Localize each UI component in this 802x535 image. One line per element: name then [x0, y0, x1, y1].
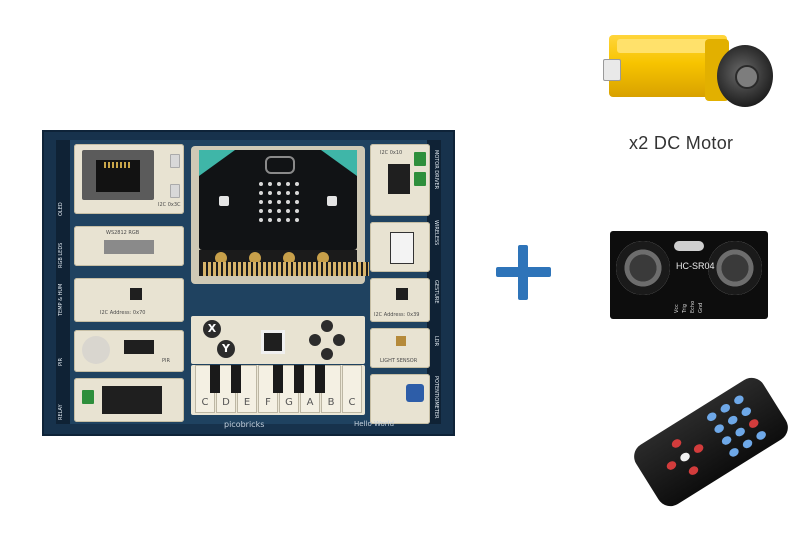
arrow-right-icon [333, 334, 345, 346]
relay-module [74, 378, 184, 422]
motor-shaft [603, 59, 621, 81]
right-rail: MOTOR DRIVER WIRELESS GESTURE LDR POTENT… [427, 140, 441, 424]
temp-module: I2C Address: 0x70 [74, 278, 184, 322]
light-sensor-label: LIGHT SENSOR [380, 358, 418, 364]
piano-module: C D E F G A B C [191, 365, 365, 415]
wireless-module [370, 222, 430, 272]
sensor-transducer-right [708, 241, 762, 295]
rj45-connector [82, 150, 154, 200]
dc-motor-image [603, 25, 775, 110]
ultrasonic-sensor-image: HC-SR04 Vcc Trig Echo Gnd [610, 231, 768, 319]
rail-label-temp: TEMP & HUM [58, 283, 64, 316]
ws2812-label: WS2812 RGB [106, 230, 140, 236]
remote-dpad-up [670, 437, 683, 450]
rail-label-oled: OLED [58, 202, 64, 216]
brand-label-2: Hello World [354, 420, 395, 428]
rail-label-motor: MOTOR DRIVER [433, 150, 439, 190]
rail-label-pir: PIR [58, 358, 64, 366]
gesture-module: I2C Address: 0x39 [370, 278, 430, 322]
remote-dpad-ok [678, 451, 692, 464]
rail-label-rgb: RGB LEDS [58, 242, 64, 268]
remote-body [628, 372, 794, 512]
rail-label-pot: POTENTIOMETER [433, 376, 439, 419]
button-x: X [203, 320, 221, 338]
buzzer [261, 330, 285, 354]
pir-label: PIR [162, 358, 170, 364]
remote-dpad-right [692, 442, 705, 455]
microbit-button-b [327, 196, 337, 206]
microbit-board [199, 150, 357, 250]
arrow-up-icon [321, 320, 333, 332]
motor-can [717, 45, 773, 107]
pir-dome [82, 336, 110, 364]
ldr-module: LIGHT SENSOR [370, 328, 430, 368]
rail-label-gesture: GESTURE [433, 280, 439, 304]
rgb-module: WS2812 RGB [74, 226, 184, 266]
microbit-pin-header [199, 250, 369, 276]
oled-module: I2C 0x3C [74, 144, 184, 214]
sensor-transducer-left [616, 241, 670, 295]
rail-label-ldr: LDR [433, 336, 439, 347]
sensor-label: HC-SR04 [676, 261, 715, 271]
microbit-button-a [219, 196, 229, 206]
ir-remote-image [610, 372, 794, 512]
pin-label: Vcc [674, 304, 680, 313]
pir-module: PIR [74, 330, 184, 372]
arrow-left-icon [309, 334, 321, 346]
pin-label: Trig [682, 304, 688, 313]
picobricks-board-image: OLED RGB LEDS TEMP & HUM PIR RELAY MOTOR… [42, 130, 455, 436]
board-inner: OLED RGB LEDS TEMP & HUM PIR RELAY MOTOR… [56, 140, 441, 429]
microbit-module [191, 146, 369, 284]
i2c-address-right-label: I2C Address: 0x39 [374, 312, 420, 318]
rail-label-relay: RELAY [58, 404, 64, 420]
piano-key: C [342, 365, 362, 413]
gamepad-module: X Y [191, 316, 365, 364]
motor-driver-module: I2C 0x10 [370, 144, 430, 216]
brand-label: picobricks [224, 420, 265, 429]
potentiometer-knob [406, 384, 424, 402]
microbit-logo [265, 156, 295, 174]
i2c-address-label: I2C Address: 0x70 [100, 310, 146, 316]
rail-label-wireless: WIRELESS [433, 220, 439, 246]
motor-driver-label: I2C 0x10 [380, 150, 403, 156]
arrow-down-icon [321, 348, 333, 360]
button-y: Y [217, 340, 235, 358]
motor-caption: x2 DC Motor [629, 133, 734, 153]
pin-label: Gnd [698, 302, 704, 313]
i2c-label-top: I2C 0x3C [158, 202, 181, 208]
potentiometer-module [370, 374, 430, 424]
remote-dpad-left [665, 459, 678, 472]
left-rail: OLED RGB LEDS TEMP & HUM PIR RELAY [56, 140, 70, 424]
remote-dpad-down [687, 464, 700, 477]
sensor-crystal [674, 241, 704, 251]
microbit-led-matrix [257, 180, 301, 224]
pin-label: Echo [690, 300, 696, 313]
